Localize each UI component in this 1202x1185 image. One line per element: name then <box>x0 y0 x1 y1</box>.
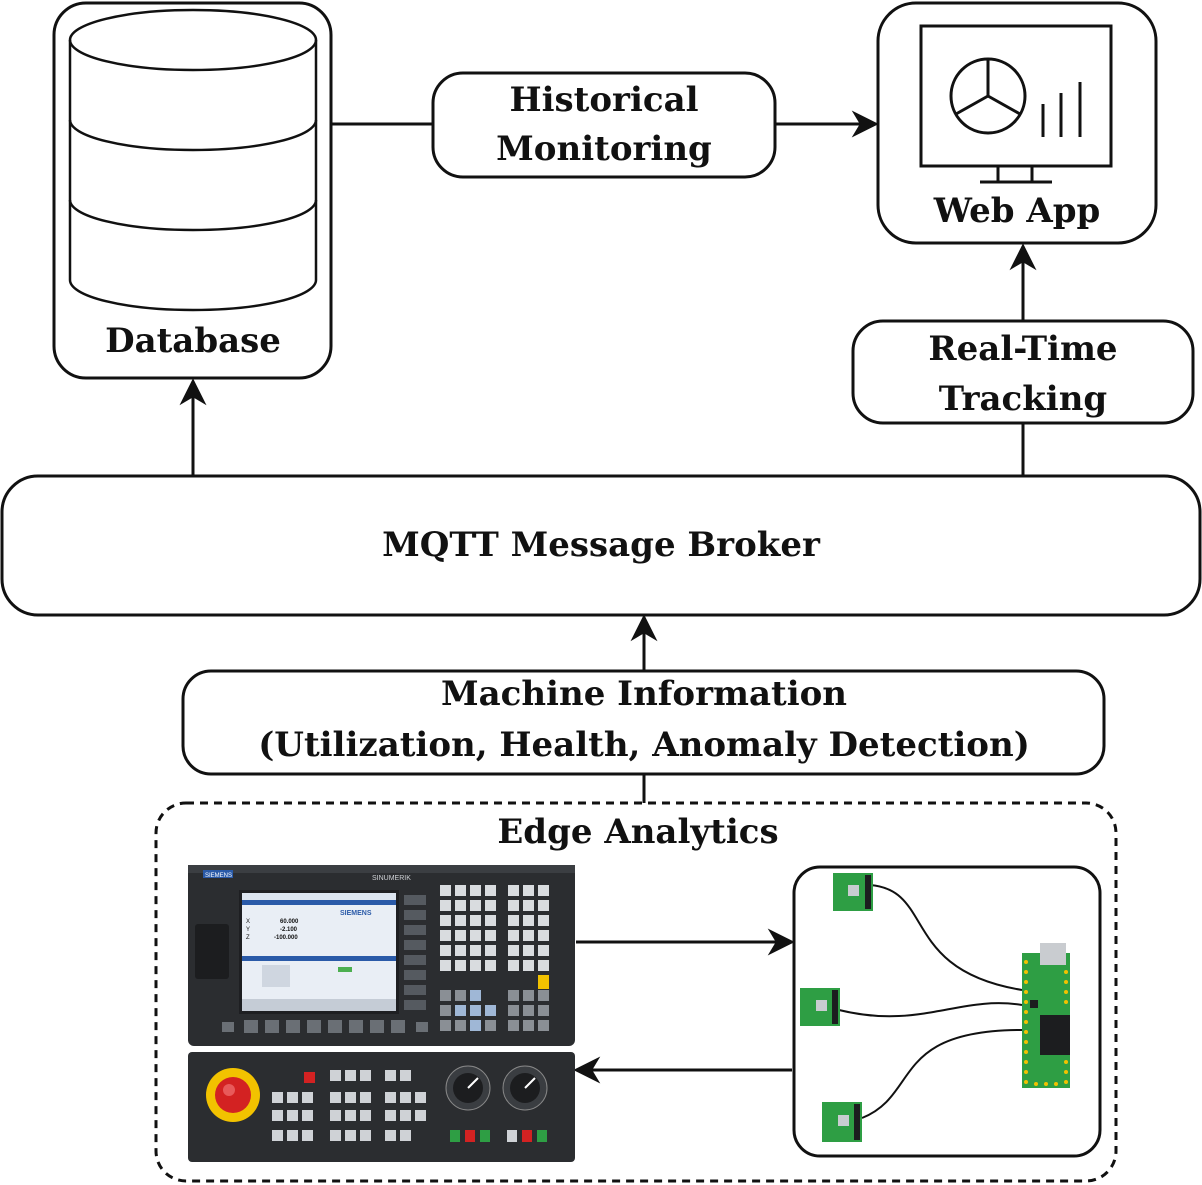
historical-label-line2: Monitoring <box>496 129 712 169</box>
cnc-axis-z-value: -100.000 <box>274 935 298 941</box>
edge-analytics-group: Edge Analytics <box>154 801 1118 1183</box>
broker-label: MQTT Message Broker <box>382 525 821 565</box>
webapp-label: Web App <box>933 191 1101 231</box>
edge-label: Edge Analytics <box>497 812 778 852</box>
database-cylinder-icon <box>68 8 318 312</box>
machine-info-line1: Machine Information <box>441 674 847 714</box>
connectors <box>179 110 1037 1084</box>
cnc-axis-z: Z <box>246 935 250 941</box>
feed-override-knob <box>445 1065 491 1111</box>
database-node: Database <box>52 1 333 380</box>
emergency-stop <box>206 1068 260 1122</box>
cnc-controller-image: SIEMENS SINUMERIK SIEMENS X 60.000 Y -2.… <box>188 865 575 1162</box>
cnc-axis-y-value: -2.100 <box>280 927 298 933</box>
realtime-label-line1: Real-Time <box>928 329 1117 369</box>
cnc-axis-x: X <box>246 919 250 925</box>
cnc-axis-x-value: 60.000 <box>280 919 299 925</box>
database-label: Database <box>105 321 281 361</box>
realtime-label-line2: Tracking <box>939 379 1107 419</box>
realtime-tracking-node: Real-Time Tracking <box>851 319 1195 425</box>
historical-label-line1: Historical <box>509 80 698 120</box>
machine-information-node: Machine Information (Utilization, Health… <box>181 669 1106 776</box>
webapp-node: Web App <box>876 1 1158 245</box>
cnc-model-label: SINUMERIK <box>372 875 411 882</box>
machine-info-line2: (Utilization, Health, Anomaly Detection) <box>258 725 1030 765</box>
cnc-brand-label: SIEMENS <box>205 873 232 879</box>
cnc-screen-brand: SIEMENS <box>340 910 372 917</box>
spindle-override-knob <box>502 1065 548 1111</box>
mqtt-broker-node: MQTT Message Broker <box>0 474 1202 617</box>
monitor-pie-chart-icon <box>919 24 1113 184</box>
historical-monitoring-node: Historical Monitoring <box>431 71 777 179</box>
cnc-axis-y: Y <box>246 927 250 933</box>
sensor-board-image <box>792 865 1102 1158</box>
